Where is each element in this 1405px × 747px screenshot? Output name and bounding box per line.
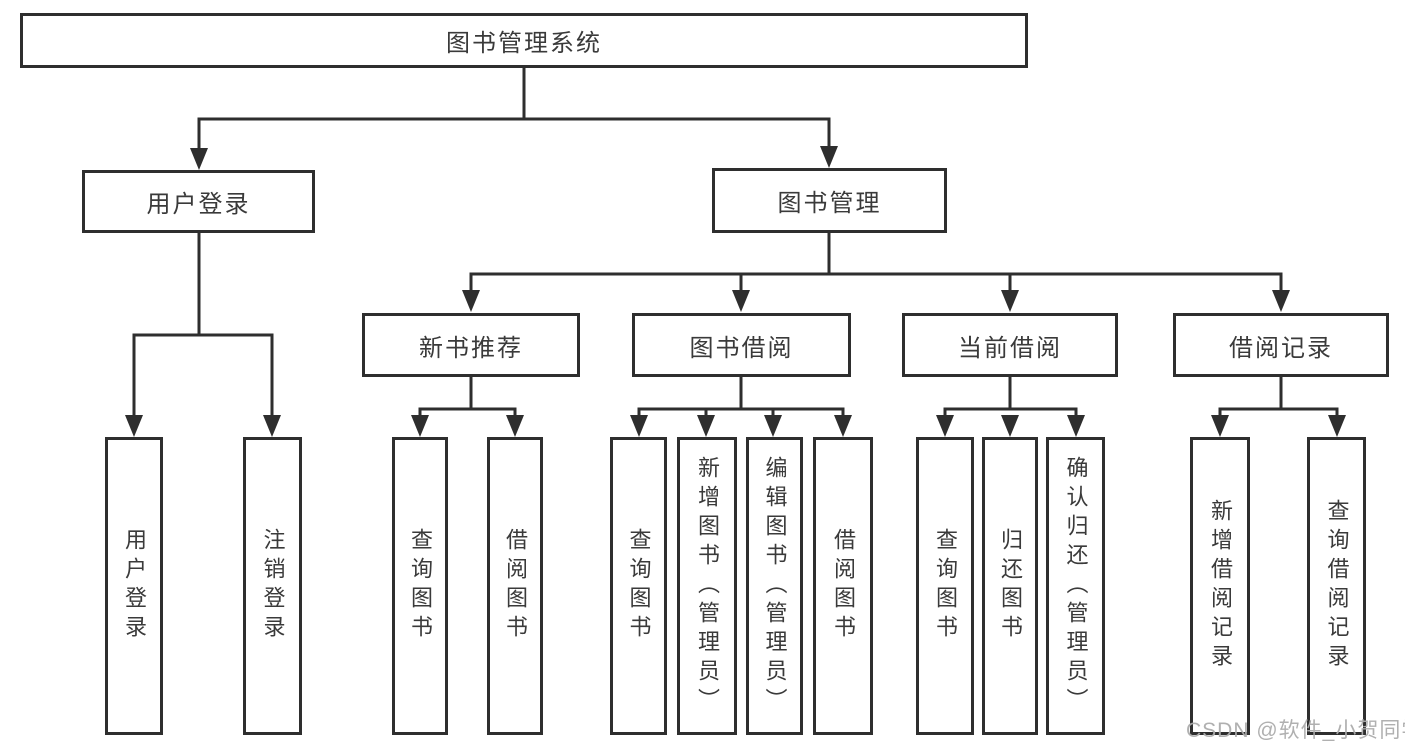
arrowhead-icon xyxy=(1328,415,1346,437)
leaf-records-add-record: 新增借阅记录 xyxy=(1190,437,1250,735)
arrowhead-icon xyxy=(506,415,524,437)
node-user-login: 用户登录 xyxy=(82,170,315,233)
leaf-current-return-book-label: 归还图书 xyxy=(998,528,1023,644)
leaf-user-login: 用户登录 xyxy=(105,437,163,735)
leaf-current-query-book-label: 查询图书 xyxy=(933,528,958,644)
arrowhead-icons xyxy=(125,146,1346,437)
arrowhead-icon xyxy=(820,146,838,168)
connector-path xyxy=(132,66,1339,418)
leaf-current-query-book: 查询图书 xyxy=(916,437,974,735)
arrowhead-icon xyxy=(936,415,954,437)
arrowhead-icon xyxy=(190,148,208,170)
leaf-recommend-query-book: 查询图书 xyxy=(392,437,448,735)
leaf-borrowing-query-book: 查询图书 xyxy=(610,437,667,735)
arrowhead-icon xyxy=(764,415,782,437)
arrowhead-icon xyxy=(462,290,480,312)
node-book-borrowing: 图书借阅 xyxy=(632,313,851,377)
arrowhead-icon xyxy=(732,290,750,312)
leaf-borrowing-query-book-label: 查询图书 xyxy=(626,528,652,644)
arrowhead-icon xyxy=(1272,290,1290,312)
arrowhead-icon xyxy=(411,415,429,437)
leaf-borrowing-borrow-book: 借阅图书 xyxy=(813,437,873,735)
leaf-recommend-query-book-label: 查询图书 xyxy=(408,528,433,644)
arrowhead-icon xyxy=(630,415,648,437)
node-borrow-records: 借阅记录 xyxy=(1173,313,1389,377)
leaf-logout-label: 注销登录 xyxy=(260,528,286,644)
node-new-book-recommend: 新书推荐 xyxy=(362,313,580,377)
node-library-system: 图书管理系统 xyxy=(20,13,1028,68)
leaf-current-confirm-return-admin-label: 确认归还（管理员） xyxy=(1063,455,1089,717)
arrowhead-icon xyxy=(125,415,143,437)
leaf-recommend-borrow-book: 借阅图书 xyxy=(487,437,543,735)
leaf-current-return-book: 归还图书 xyxy=(982,437,1038,735)
arrowhead-icon xyxy=(1211,415,1229,437)
leaf-borrowing-add-book-admin: 新增图书（管理员） xyxy=(677,437,737,735)
leaf-borrowing-borrow-book-label: 借阅图书 xyxy=(831,528,856,644)
arrowhead-icon xyxy=(1067,415,1085,437)
node-current-borrowing: 当前借阅 xyxy=(902,313,1118,377)
node-book-management: 图书管理 xyxy=(712,168,947,233)
leaf-logout: 注销登录 xyxy=(243,437,302,735)
leaf-records-query-record: 查询借阅记录 xyxy=(1307,437,1366,735)
arrowhead-icon xyxy=(834,415,852,437)
leaf-borrowing-add-book-admin-label: 新增图书（管理员） xyxy=(695,455,720,717)
watermark: CSDN @软件_小贺同学 xyxy=(1186,719,1405,742)
leaf-user-login-label: 用户登录 xyxy=(122,528,147,644)
arrowhead-icon xyxy=(1001,415,1019,437)
leaf-records-add-record-label: 新增借阅记录 xyxy=(1208,499,1233,673)
leaf-current-confirm-return-admin: 确认归还（管理员） xyxy=(1046,437,1105,735)
arrowhead-icon xyxy=(1001,290,1019,312)
arrowhead-icon xyxy=(697,415,715,437)
leaf-borrowing-edit-book-admin-label: 编辑图书（管理员） xyxy=(762,455,788,717)
leaf-recommend-borrow-book-label: 借阅图书 xyxy=(503,528,528,644)
leaf-borrowing-edit-book-admin: 编辑图书（管理员） xyxy=(746,437,803,735)
arrowhead-icon xyxy=(263,415,281,437)
leaf-records-query-record-label: 查询借阅记录 xyxy=(1324,499,1350,673)
